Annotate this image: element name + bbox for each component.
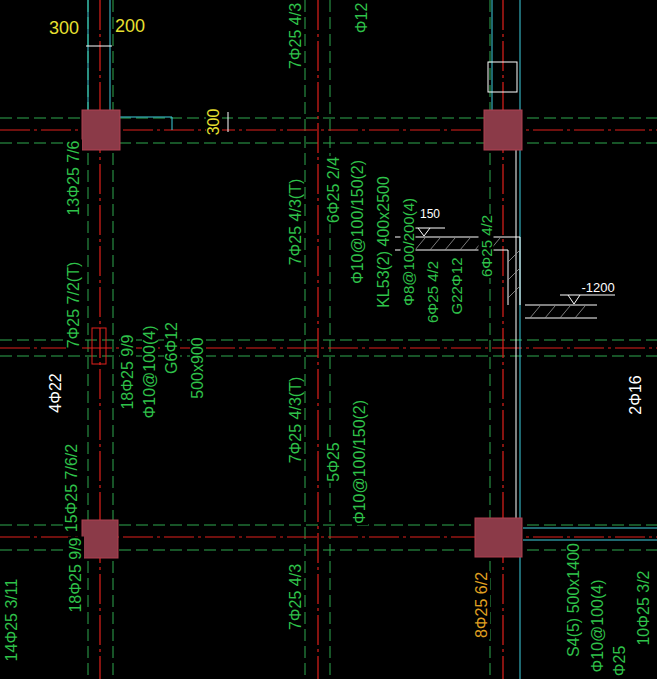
rebar-annotation: 14Φ25 3/11 [4,578,20,663]
rebar-annotation: Φ12 [354,2,370,35]
rebar-annotation: Φ10@100(4) [590,578,606,673]
rebar-annotation: 6Φ25 2/4 [326,156,342,224]
rebar-annotation: G22Φ12 [449,256,464,315]
rebar-annotation: 10Φ25 3/2 [636,569,652,646]
rebar-annotation: S4(5) 500x1400 [566,542,582,658]
rebar-annotation: 300 [48,19,80,37]
rebar-annotation: Φ10@100(4) [142,324,158,419]
rebar-annotation: 7Φ25 4/3(T) [288,178,304,267]
rebar-annotation: 4Φ22 [48,372,64,413]
rebar-annotation: 13Φ25 7/6 [66,139,82,216]
rebar-annotation: KL53(2) 400x2500 [376,175,392,309]
rebar-annotation: 200 [114,17,146,35]
rebar-annotation: 7Φ25 4/3 [288,2,304,70]
rebar-annotation: 2Φ16 [628,374,644,415]
rebar-annotation: 8Φ25 6/2 [474,571,490,639]
rebar-annotation: 18Φ25 9/9 [120,333,136,410]
rebar-annotation: G6Φ12 [164,321,180,375]
rebar-annotation: 15Φ25 7/6/2 [64,443,80,533]
rebar-annotation: 6Φ25 4/2 [479,214,494,278]
rebar-annotation: 7Φ25 7/2(T) [66,261,82,350]
rebar-annotation: 5Φ25 [326,441,342,482]
rebar-annotation: Φ25 [612,644,628,677]
rebar-annotation: Φ8@100/200(4) [401,197,416,307]
rebar-annotation: 18Φ25 9/9 [68,536,84,613]
rebar-annotation: -1200 [580,281,615,294]
rebar-annotation: 300 [206,108,222,137]
rebar-annotation: 7Φ25 4/3 [288,563,304,631]
rebar-annotation: 150 [419,208,441,220]
rebar-annotation: Φ10@100/150(2) [350,159,366,285]
rebar-annotation: Φ10@100/150(2) [352,399,368,525]
rebar-annotation: 6Φ25 4/2 [425,260,440,324]
rebar-annotation: 7Φ25 4/3(T) [288,376,304,465]
rebar-annotation: 500x900 [190,336,206,399]
